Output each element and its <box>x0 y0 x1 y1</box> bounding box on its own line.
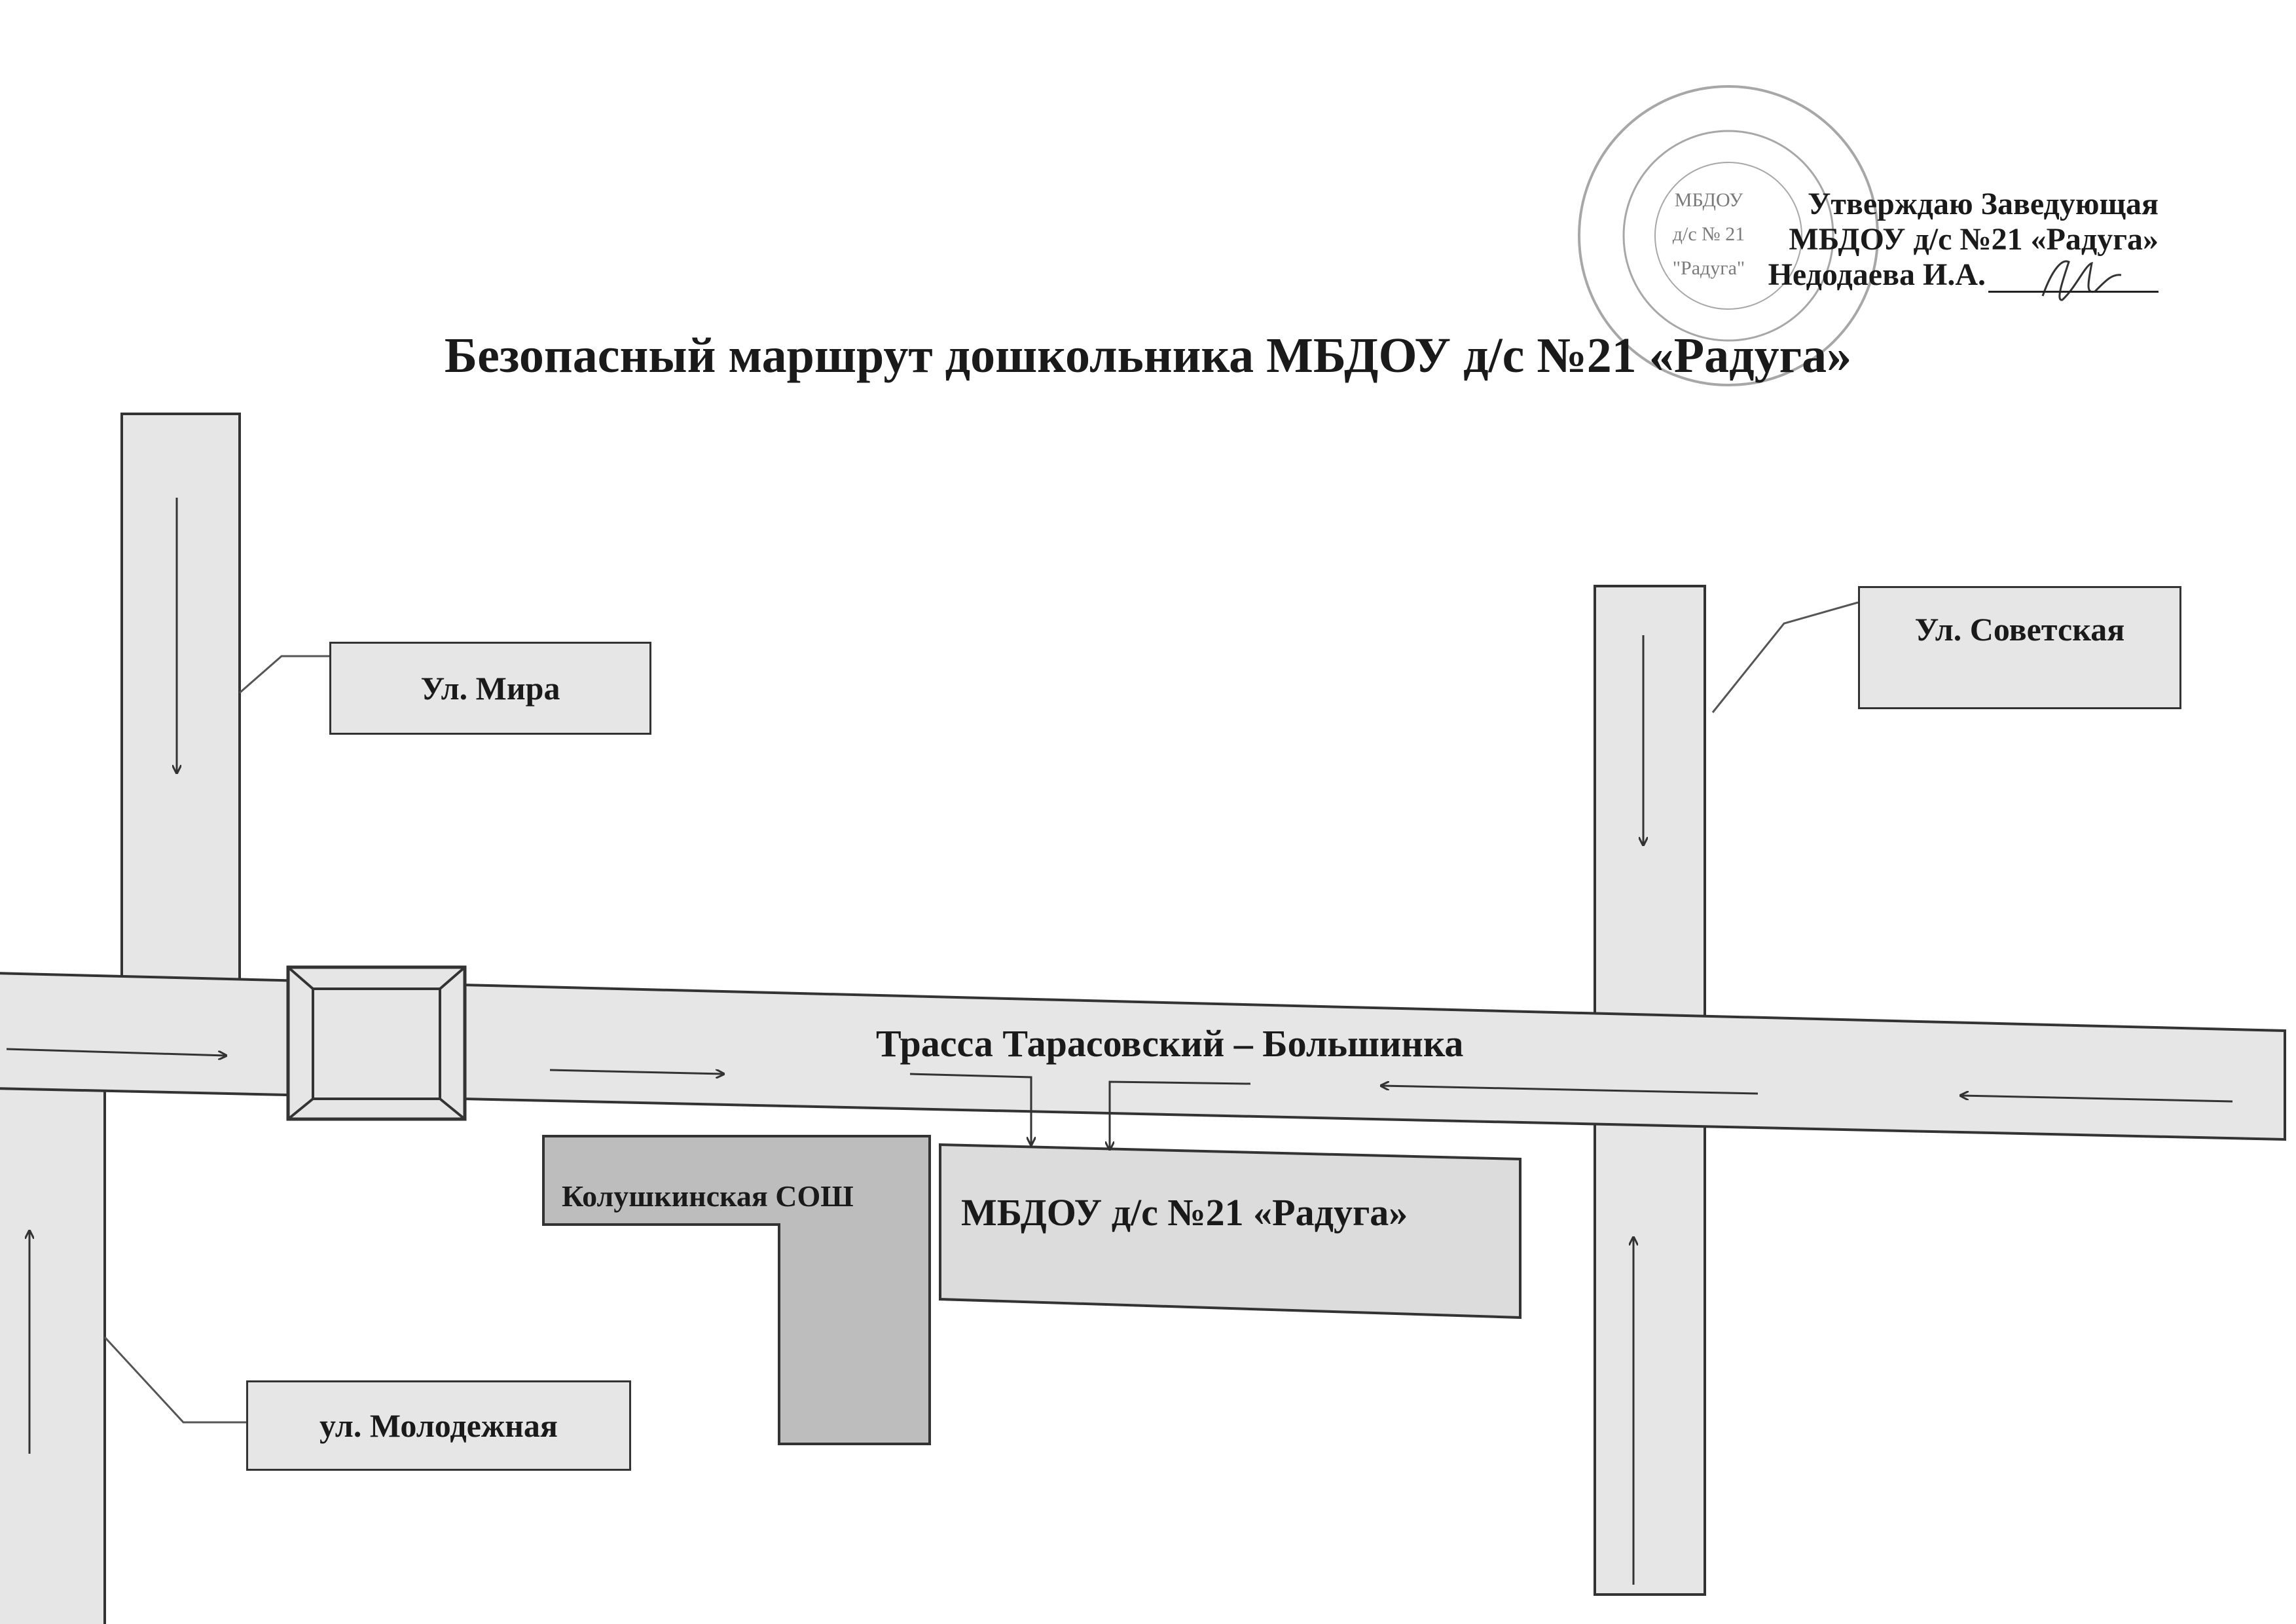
stamp-center-line-2: д/с № 21 <box>1672 223 1745 245</box>
stamp-center-line-1: МБДОУ <box>1674 189 1743 211</box>
leader-molodezhnaya <box>103 1336 246 1424</box>
kindergarten-building <box>939 1143 1522 1320</box>
approval-block: Утверждаю Заведующая МБДОУ д/с №21 «Раду… <box>1768 187 2159 293</box>
direction-arrow-icon <box>6 498 2233 1585</box>
route-arrow-right <box>1110 1080 1251 1149</box>
route-arrows <box>909 1073 1251 1149</box>
stamp-seal <box>1578 85 1879 386</box>
street-label-sovetskaya: Ул. Советская <box>1858 586 2181 709</box>
school-label: Колушкинская СОШ <box>562 1179 854 1213</box>
highway-label: Трасса Тарасовский – Большинка <box>876 1022 1464 1065</box>
road-highway <box>0 972 2286 1141</box>
pedestrian-crossing-icon <box>286 965 467 1121</box>
road-molodezhnaya <box>0 1084 106 1624</box>
approval-line-3: Недодаева И.А. <box>1768 257 2159 293</box>
page-title: Безопасный маршрут дошкольника МБДОУ д/с… <box>444 328 1852 383</box>
stamp-center-text: МБДОУ д/с № 21 "Радуга" <box>1656 183 1761 286</box>
leader-mira <box>239 655 329 694</box>
leader-sovetskaya <box>1711 601 1859 713</box>
street-label-mira: Ул. Мира <box>329 642 651 735</box>
school-building <box>542 1135 931 1445</box>
kindergarten-label: МБДОУ д/с №21 «Радуга» <box>961 1191 1408 1234</box>
route-arrow-left <box>909 1073 1031 1145</box>
signature-line <box>1988 262 2159 293</box>
approval-line-2: МБДОУ д/с №21 «Радуга» <box>1789 222 2159 257</box>
street-label-molodezhnaya: ул. Молодежная <box>246 1380 631 1471</box>
leader-lines <box>103 601 1859 1424</box>
road-mira <box>120 413 241 991</box>
stamp-center-line-3: "Радуга" <box>1672 257 1745 279</box>
approval-line-1: Утверждаю Заведующая <box>1808 187 2159 221</box>
